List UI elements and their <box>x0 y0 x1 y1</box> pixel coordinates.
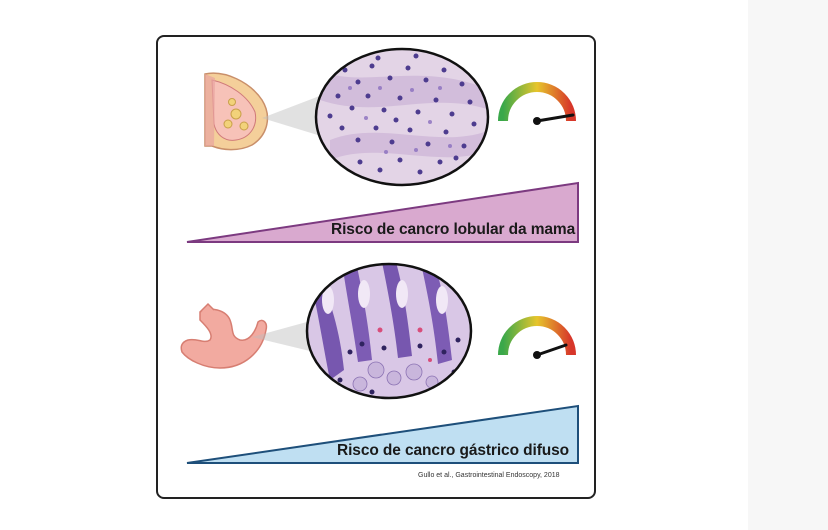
gauge-needle-2 <box>535 343 568 357</box>
stomach-illustration <box>180 302 268 369</box>
lobular-histology-circle <box>314 47 490 187</box>
magnify-beam-2 <box>252 320 314 352</box>
citation-text: Gullo et al., Gastrointestinal Endoscopy… <box>418 472 560 479</box>
risk-wedge-stomach <box>186 404 579 464</box>
gauge-needle-1 <box>535 113 575 123</box>
gastric-histology-circle <box>305 262 473 400</box>
risk-gauge-2 <box>498 316 576 359</box>
breast-illustration <box>204 72 269 151</box>
risk-wedge-breast <box>186 181 579 243</box>
risk-gauge-1 <box>498 82 576 125</box>
right-side-panel <box>748 0 828 530</box>
gastric-risk-label: Risco de cancro gástrico difuso <box>337 442 570 459</box>
breast-risk-label: Risco de cancro lobular da mama <box>331 221 576 238</box>
